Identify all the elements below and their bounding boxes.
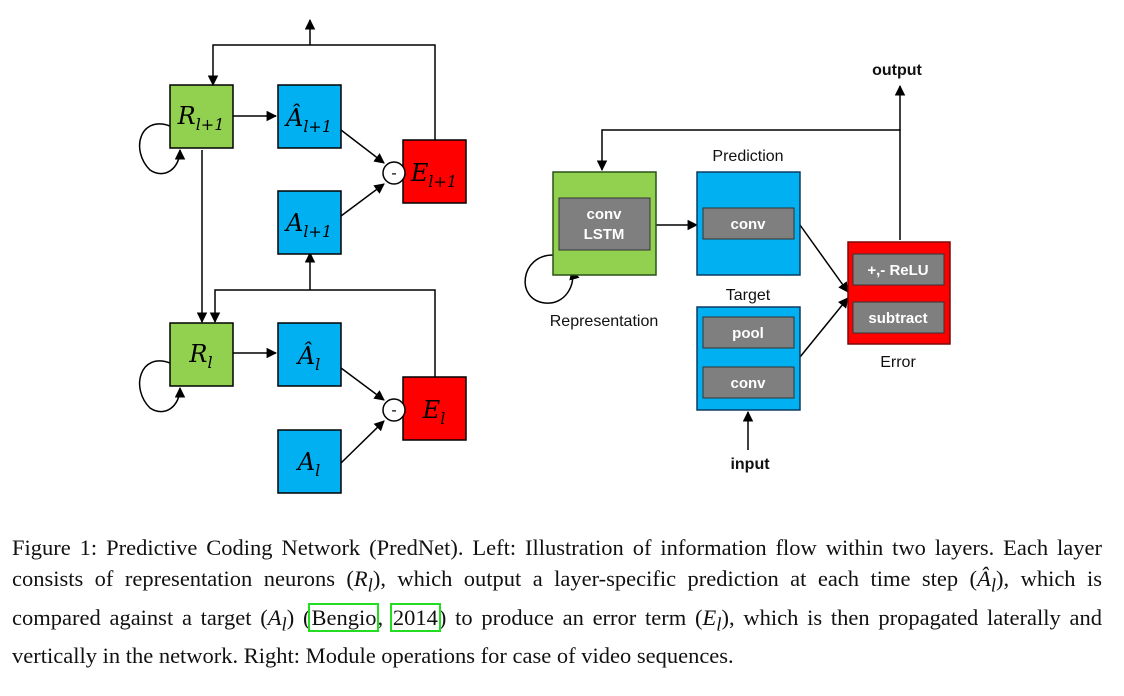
target-pool-unit <box>702 316 795 349</box>
e-label-upper: E <box>410 159 429 187</box>
ahat-sub-lower: l <box>315 355 320 374</box>
minus-sign-lower: - <box>391 402 396 419</box>
r-sub-upper: l+1 <box>196 115 225 134</box>
self-loop-representation <box>524 254 580 304</box>
caption-text-6: ), which is then propagated laterally an… <box>12 604 1103 669</box>
caption-e-l: El <box>702 604 722 636</box>
feedback-arrow-right <box>596 129 901 240</box>
caption-a-l: Al <box>267 604 287 636</box>
caption-text-4: ) ( <box>286 604 311 630</box>
caption-ahat-l: Âl <box>977 566 996 597</box>
conv-lstm-line2: LSTM <box>584 226 625 243</box>
target-conv-label: conv <box>730 375 766 392</box>
prediction-conv-label: conv <box>730 216 766 233</box>
arrow-ahat-to-minus-upper <box>340 129 385 164</box>
r-label-upper: R <box>177 102 196 130</box>
caption-e-symbol: E <box>702 604 717 630</box>
caption-ahat-symbol: Â <box>977 566 991 591</box>
figure-caption: Figure 1: Predictive Coding Network (Pre… <box>12 532 1102 671</box>
self-loop-upper <box>139 123 186 175</box>
caption-a-symbol: A <box>267 604 282 630</box>
r-sub-lower: l <box>207 353 212 372</box>
minus-node-upper <box>382 161 406 185</box>
caption-ahat-sub: l <box>990 575 997 597</box>
left-diagram <box>139 18 436 464</box>
self-loop-lower <box>139 360 186 413</box>
svg-text:Âl: Âl <box>296 341 320 374</box>
r-label-lower: R <box>188 340 207 368</box>
a-label-upper: A <box>284 209 303 237</box>
caption-r-l: Rl <box>353 566 373 597</box>
a-label-lower: A <box>296 448 315 476</box>
conv-lstm-unit <box>558 197 651 251</box>
prediction-conv-unit <box>702 207 795 240</box>
svg-text:Al: Al <box>296 448 320 480</box>
conv-lstm-line1: conv <box>586 206 622 223</box>
caption-text-3: ), which is compared against a target ( <box>12 566 1102 630</box>
ahat-box-lower <box>277 322 342 387</box>
caption-cite-sep: , <box>377 604 392 630</box>
svg-text:Al+1: Al+1 <box>284 209 332 241</box>
caption-text-5: ) to produce an error term ( <box>438 604 703 630</box>
svg-text:El+1: El+1 <box>410 159 457 191</box>
error-subtract-unit <box>852 301 945 334</box>
svg-text:Rl: Rl <box>188 340 212 372</box>
a-box-lower <box>277 429 342 494</box>
ahat-label-upper: Â <box>284 103 303 132</box>
caption-a-sub: l <box>281 614 287 635</box>
feedback-arrow-upper <box>207 44 436 140</box>
citation-year-link[interactable]: 2014 <box>389 602 441 632</box>
svg-text:El: El <box>422 396 446 428</box>
figure-diagram: Rl+1 Âl+1 Al+1 El+1 - Rl Âl Al El - <box>139 18 951 494</box>
error-subtract-label: subtract <box>868 310 927 327</box>
error-relu-unit <box>852 253 945 286</box>
target-pool-label: pool <box>732 325 764 342</box>
ahat-box-upper <box>277 84 342 149</box>
target-label: Target <box>726 287 771 304</box>
arrow-a-to-minus-lower <box>340 420 385 464</box>
layer-lower: Rl Âl Al El - <box>169 322 467 494</box>
arrow-ahat-to-minus-lower <box>340 367 385 401</box>
e-box-upper <box>402 139 467 204</box>
svg-text:Âl+1: Âl+1 <box>284 103 332 136</box>
right-diagram-connectors <box>524 84 906 450</box>
r-box-upper <box>169 84 234 149</box>
layer-upper: Rl+1 Âl+1 Al+1 El+1 - <box>169 84 467 255</box>
caption-r-sub: l <box>367 575 373 597</box>
caption-r-symbol: R <box>353 566 368 591</box>
minus-node-lower <box>382 398 406 422</box>
minus-sign-upper: - <box>391 165 396 182</box>
error-relu-label: +,- ReLU <box>867 262 928 279</box>
svg-text:Rl+1: Rl+1 <box>177 102 225 134</box>
ahat-sub-upper: l+1 <box>303 117 332 136</box>
r-box-lower <box>169 322 234 387</box>
arrow-prediction-to-error <box>799 224 849 293</box>
a-box-upper <box>277 190 342 255</box>
input-label: input <box>730 456 770 473</box>
ahat-label-lower: Â <box>296 341 315 370</box>
e-sub-lower: l <box>440 409 445 428</box>
right-diagram-blocks: conv LSTM Representation conv Prediction… <box>550 62 951 473</box>
arrow-a-to-minus-upper <box>340 183 385 217</box>
citation-author-link[interactable]: Bengio <box>308 602 380 632</box>
target-conv-unit <box>702 366 795 399</box>
e-sub-upper: l+1 <box>428 172 457 191</box>
caption-text-1: Figure 1: Predictive Coding Network (Pre… <box>12 535 1102 591</box>
feedback-arrow-lower <box>209 289 436 377</box>
caption-e-sub: l <box>716 614 722 635</box>
e-label-lower: E <box>422 396 441 424</box>
error-label: Error <box>880 354 916 371</box>
caption-text-2: ), which output a layer-specific predict… <box>372 566 978 591</box>
prediction-label: Prediction <box>712 148 783 165</box>
a-sub-lower: l <box>315 461 320 480</box>
a-sub-upper: l+1 <box>303 222 332 241</box>
output-label: output <box>872 62 922 79</box>
representation-label: Representation <box>550 313 659 330</box>
arrow-target-to-error <box>799 297 849 358</box>
